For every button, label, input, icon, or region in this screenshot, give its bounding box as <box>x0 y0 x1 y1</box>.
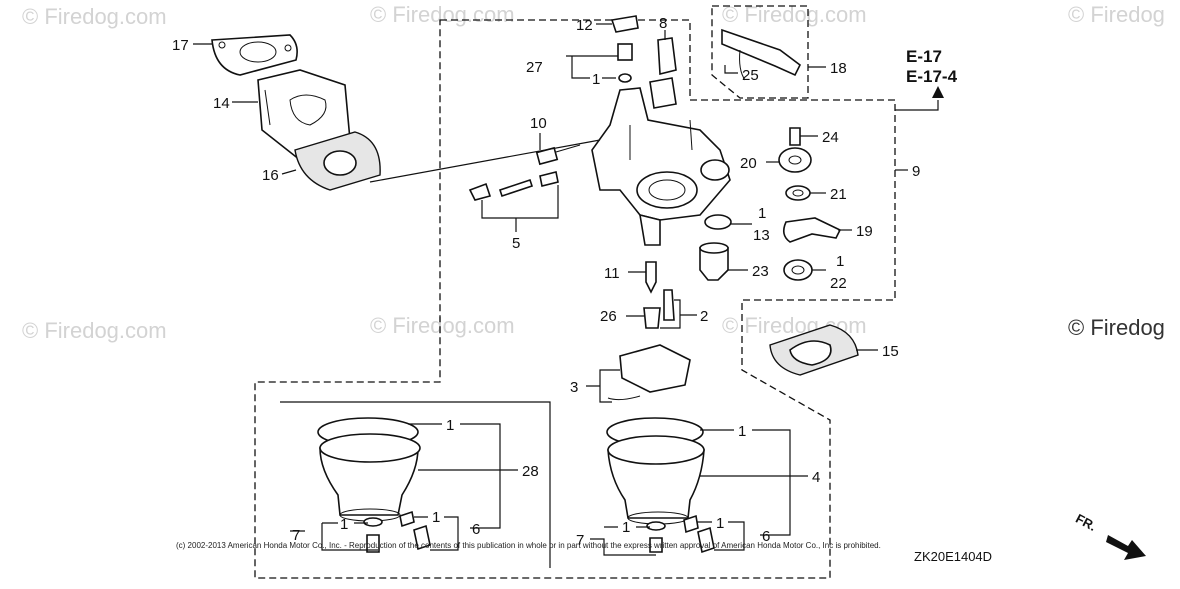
gasket-15-part <box>769 324 859 376</box>
pilot-screw-5-part <box>468 171 559 201</box>
label-23: 23 <box>752 263 769 280</box>
watermark: © Firedog <box>1068 315 1165 340</box>
front-direction-indicator: FR. <box>1073 511 1146 560</box>
label-28: 28 <box>522 463 539 480</box>
jet-2-part <box>663 289 675 321</box>
screw-27-part <box>617 43 633 83</box>
jet-23-part <box>699 242 729 281</box>
label-1: 1 <box>738 423 746 440</box>
label-6: 6 <box>472 521 480 538</box>
label-1: 1 <box>622 519 630 536</box>
label-4: 4 <box>812 469 820 486</box>
gasket-16-part <box>294 131 381 191</box>
screw-12-part <box>610 15 639 33</box>
float-bowl-28-part <box>317 417 431 553</box>
label-17: 17 <box>172 37 189 54</box>
seal-22-part <box>783 259 813 281</box>
label-10: 10 <box>530 115 547 132</box>
label-1: 1 <box>340 516 348 533</box>
section-ref: E-17-4 <box>906 67 958 86</box>
label-27: 27 <box>526 59 543 76</box>
label-1: 1 <box>716 515 724 532</box>
float-bowl-4-part <box>606 417 715 554</box>
label-1: 1 <box>432 509 440 526</box>
front-label: FR. <box>1073 511 1099 534</box>
spring-26-part <box>643 307 661 329</box>
diagram-code: ZK20E1404D <box>914 549 992 564</box>
label-19: 19 <box>856 223 873 240</box>
lever-box <box>711 5 809 99</box>
watermark: © Firedog.com <box>22 4 167 29</box>
needle-11-part <box>645 261 657 294</box>
screw-24-part <box>789 127 801 146</box>
label-18: 18 <box>830 60 847 77</box>
label-5: 5 <box>512 235 520 252</box>
label-16: 16 <box>262 167 279 184</box>
carburetor-body-part <box>591 87 731 246</box>
leader-lines <box>193 23 944 556</box>
label-13: 13 <box>753 227 770 244</box>
watermark: © Firedog <box>1068 2 1165 27</box>
section-ref: E-17 <box>906 47 942 66</box>
label-25: 25 <box>742 67 759 84</box>
holder-19-part <box>782 217 842 243</box>
label-9: 9 <box>912 163 920 180</box>
copyright-notice: (c) 2002-2013 American Honda Motor Co., … <box>176 541 881 550</box>
label-22: 22 <box>830 275 847 292</box>
label-7: 7 <box>292 527 300 544</box>
label-11: 11 <box>604 265 620 282</box>
label-15: 15 <box>882 343 899 360</box>
label-8: 8 <box>659 15 667 32</box>
plate-20-part <box>778 147 812 173</box>
label-1: 1 <box>758 205 766 222</box>
watermark: © Firedog.com <box>370 2 515 27</box>
label-7: 7 <box>576 532 584 549</box>
oring-13-part <box>704 214 732 230</box>
label-12: 12 <box>576 17 593 34</box>
label-24: 24 <box>822 129 839 146</box>
label-2: 2 <box>700 308 708 325</box>
label-3: 3 <box>570 379 578 396</box>
label-20: 20 <box>740 155 757 172</box>
label-6: 6 <box>762 528 770 545</box>
assembly-boundary <box>254 19 896 579</box>
watermark: © Firedog.com <box>370 313 515 338</box>
arrow-up-icon <box>932 86 944 98</box>
gasket-17-part <box>211 34 298 76</box>
lever-18-part <box>721 28 802 81</box>
label-21: 21 <box>830 186 847 203</box>
label-26: 26 <box>600 308 617 325</box>
watermark: © Firedog.com <box>22 318 167 343</box>
arrow-icon <box>1106 535 1146 560</box>
label-1: 1 <box>592 71 600 88</box>
float-3-part <box>607 344 691 401</box>
label-1: 1 <box>836 253 844 270</box>
bowl-box <box>280 401 551 568</box>
washer-21-part <box>785 185 811 201</box>
choke-8-part <box>649 37 677 109</box>
label-14: 14 <box>213 95 230 112</box>
label-1: 1 <box>446 417 454 434</box>
